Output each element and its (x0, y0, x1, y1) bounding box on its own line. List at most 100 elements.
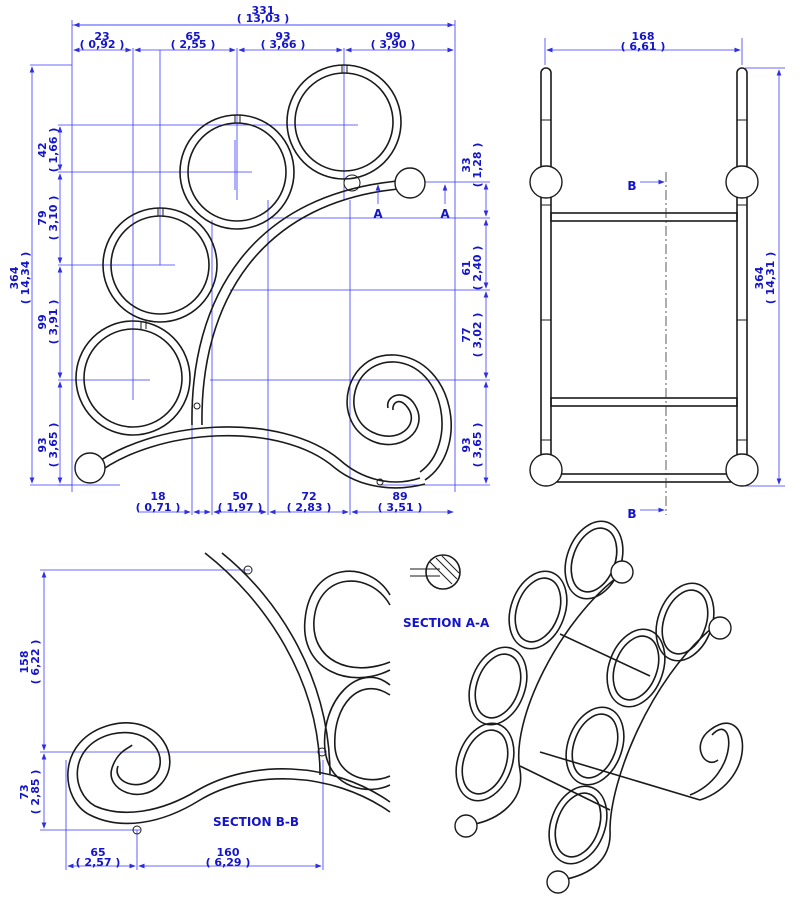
svg-text:72: 72 (301, 490, 316, 503)
svg-text:( 1,66 ): ( 1,66 ) (47, 128, 60, 173)
svg-text:B: B (627, 507, 636, 521)
svg-text:( 14,31 ): ( 14,31 ) (764, 252, 777, 305)
svg-text:42: 42 (36, 142, 49, 157)
front-ring-4 (75, 320, 191, 436)
svg-text:( 1,28 ): ( 1,28 ) (471, 143, 484, 188)
svg-text:( 2,55 ): ( 2,55 ) (171, 38, 216, 51)
section-b-bottom-dim-0: 65 ( 2,57 ) (76, 846, 121, 869)
svg-text:73: 73 (18, 784, 31, 799)
front-right-dim-3: 93 ( 3,65 ) (460, 423, 484, 468)
secb-ring-top-outer (303, 570, 391, 679)
svg-text:23: 23 (94, 30, 109, 43)
front-right-dim-0: 33 ( 1,28 ) (460, 143, 484, 188)
side-height-dim: 364 ( 14,31 ) (753, 252, 777, 305)
svg-text:93: 93 (460, 437, 473, 452)
svg-text:158: 158 (18, 651, 31, 674)
svg-text:65: 65 (90, 846, 105, 859)
secb-arc-inner (221, 552, 331, 776)
svg-text:( 2,85 ): ( 2,85 ) (29, 770, 42, 815)
side-width-dim: 168 ( 6,61 ) (621, 30, 666, 53)
front-rod-section (343, 174, 361, 192)
svg-text:( 6,61 ): ( 6,61 ) (621, 40, 666, 53)
svg-text:A: A (440, 207, 450, 221)
secb-ring-low-outer (323, 676, 391, 791)
front-top-dim-1: 23 ( 0,92 ) (80, 30, 125, 51)
front-left-dim-2: 79 ( 3,10 ) (36, 196, 60, 241)
side-lower-crossbar (550, 397, 738, 407)
svg-text:160: 160 (217, 846, 240, 859)
front-view-dimension-lines (29, 22, 489, 515)
front-left-dim-0: 364 ( 14,34 ) (8, 252, 32, 305)
front-left-dim-4: 93 ( 3,65 ) (36, 423, 60, 468)
svg-text:33: 33 (460, 157, 473, 172)
section-a-view: SECTION A-A (403, 554, 490, 630)
secb-spiral-inner (76, 731, 391, 814)
front-bottom-dim-0: 18 ( 0,71 ) (136, 490, 181, 514)
svg-text:( 6,29 ): ( 6,29 ) (206, 856, 251, 869)
svg-text:168: 168 (632, 30, 655, 43)
secb-rivet-1 (243, 565, 253, 575)
svg-text:( 3,02 ): ( 3,02 ) (471, 313, 484, 358)
front-rivet-2 (376, 478, 384, 486)
side-base-bar (550, 473, 738, 483)
svg-text:( 3,90 ): ( 3,90 ) (371, 38, 416, 51)
svg-text:77: 77 (460, 327, 473, 342)
svg-text:61: 61 (460, 260, 473, 275)
front-top-dim-4: 99 ( 3,90 ) (371, 30, 416, 51)
svg-text:( 2,57 ): ( 2,57 ) (76, 856, 121, 869)
side-right-bottom-ball (725, 453, 759, 487)
svg-text:( 0,71 ): ( 0,71 ) (136, 501, 181, 514)
svg-text:( 13,03 ): ( 13,03 ) (237, 12, 290, 25)
front-top-ball (394, 167, 426, 199)
secb-ring-top-inner (313, 580, 391, 669)
svg-text:364: 364 (8, 266, 21, 289)
side-right-top-ball (725, 165, 759, 199)
front-base-curve (89, 426, 426, 489)
front-bottom-dim-3: 89 ( 3,51 ) (378, 490, 423, 514)
front-view-guidelines (30, 20, 490, 515)
side-right-upright (736, 67, 748, 469)
section-b-guidelines (40, 569, 325, 870)
svg-text:( 2,40 ): ( 2,40 ) (471, 246, 484, 291)
section-b-left-dim-1: 73 ( 2,85 ) (18, 770, 42, 815)
svg-text:( 14,34 ): ( 14,34 ) (19, 252, 32, 305)
secb-rivet-2 (317, 747, 327, 757)
front-left-ball (74, 452, 106, 484)
svg-text:93: 93 (275, 30, 290, 43)
isometric-view (454, 520, 744, 894)
svg-text:50: 50 (232, 490, 248, 503)
section-a-mark-right: A (440, 184, 450, 221)
svg-text:( 3,91 ): ( 3,91 ) (47, 300, 60, 345)
front-bottom-dim-2: 72 ( 2,83 ) (287, 490, 332, 514)
svg-text:( 3,66 ): ( 3,66 ) (261, 38, 306, 51)
front-view: 331 ( 13,03 ) 23 ( 0,92 ) 65 ( 2,55 ) 93… (8, 4, 490, 515)
svg-text:99: 99 (385, 30, 400, 43)
svg-text:( 2,83 ): ( 2,83 ) (287, 501, 332, 514)
svg-text:A: A (373, 207, 383, 221)
secb-ring-low-inner (334, 688, 391, 781)
svg-text:( 3,65 ): ( 3,65 ) (471, 423, 484, 468)
front-left-dim-3: 99 ( 3,91 ) (36, 300, 60, 345)
front-top-dim-0: 331 ( 13,03 ) (237, 4, 290, 25)
front-ring-2 (179, 114, 295, 230)
front-ring-3 (102, 207, 218, 323)
side-left-upright (540, 67, 552, 469)
svg-text:B: B (627, 179, 636, 193)
section-b-left-dim-0: 158 ( 6,22 ) (18, 640, 42, 685)
section-b-mark-top: B (627, 179, 665, 193)
side-view-guidelines (544, 38, 785, 487)
svg-text:( 3,10 ): ( 3,10 ) (47, 196, 60, 241)
secb-arc-outer (204, 552, 321, 776)
svg-text:79: 79 (36, 210, 49, 225)
svg-text:( 1,97 ): ( 1,97 ) (218, 501, 263, 514)
side-view: 168 ( 6,61 ) 364 ( 14,31 ) (529, 30, 785, 521)
section-b-bottom-dim-1: 160 ( 6,29 ) (206, 846, 251, 869)
svg-text:65: 65 (185, 30, 200, 43)
svg-text:331: 331 (252, 4, 275, 17)
front-right-dim-1: 61 ( 2,40 ) (460, 246, 484, 291)
svg-text:( 3,51 ): ( 3,51 ) (378, 501, 423, 514)
front-bottom-dim-1: 50 ( 1,97 ) (218, 490, 263, 514)
side-upper-crossbar (550, 212, 738, 222)
secb-rivet-3 (132, 825, 142, 835)
